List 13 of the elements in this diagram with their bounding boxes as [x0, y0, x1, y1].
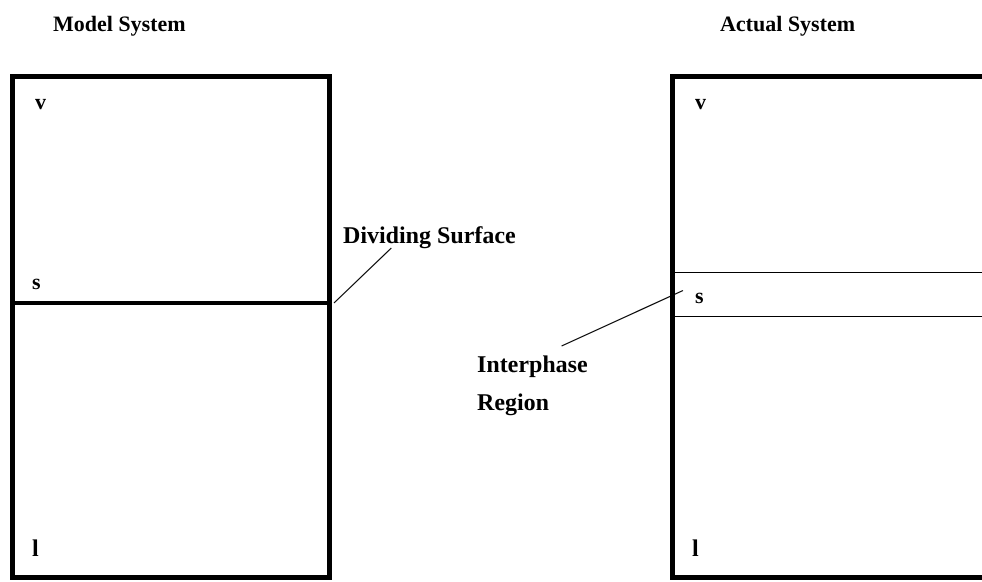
phase-label: v — [35, 91, 46, 113]
callout-label: Interphase Region — [477, 351, 589, 418]
heading-label: Actual System — [720, 13, 856, 35]
phase-label: l — [692, 537, 699, 561]
phase-label: s — [695, 285, 704, 307]
callout-label: Dividing Surface — [343, 224, 516, 248]
interphase-band — [675, 272, 982, 317]
leader-line — [561, 290, 684, 347]
leader-line — [334, 248, 392, 304]
phase-label: s — [32, 271, 41, 293]
phase-label: l — [32, 537, 39, 561]
phase-label: v — [695, 91, 706, 113]
heading-label: Model System — [53, 13, 186, 35]
